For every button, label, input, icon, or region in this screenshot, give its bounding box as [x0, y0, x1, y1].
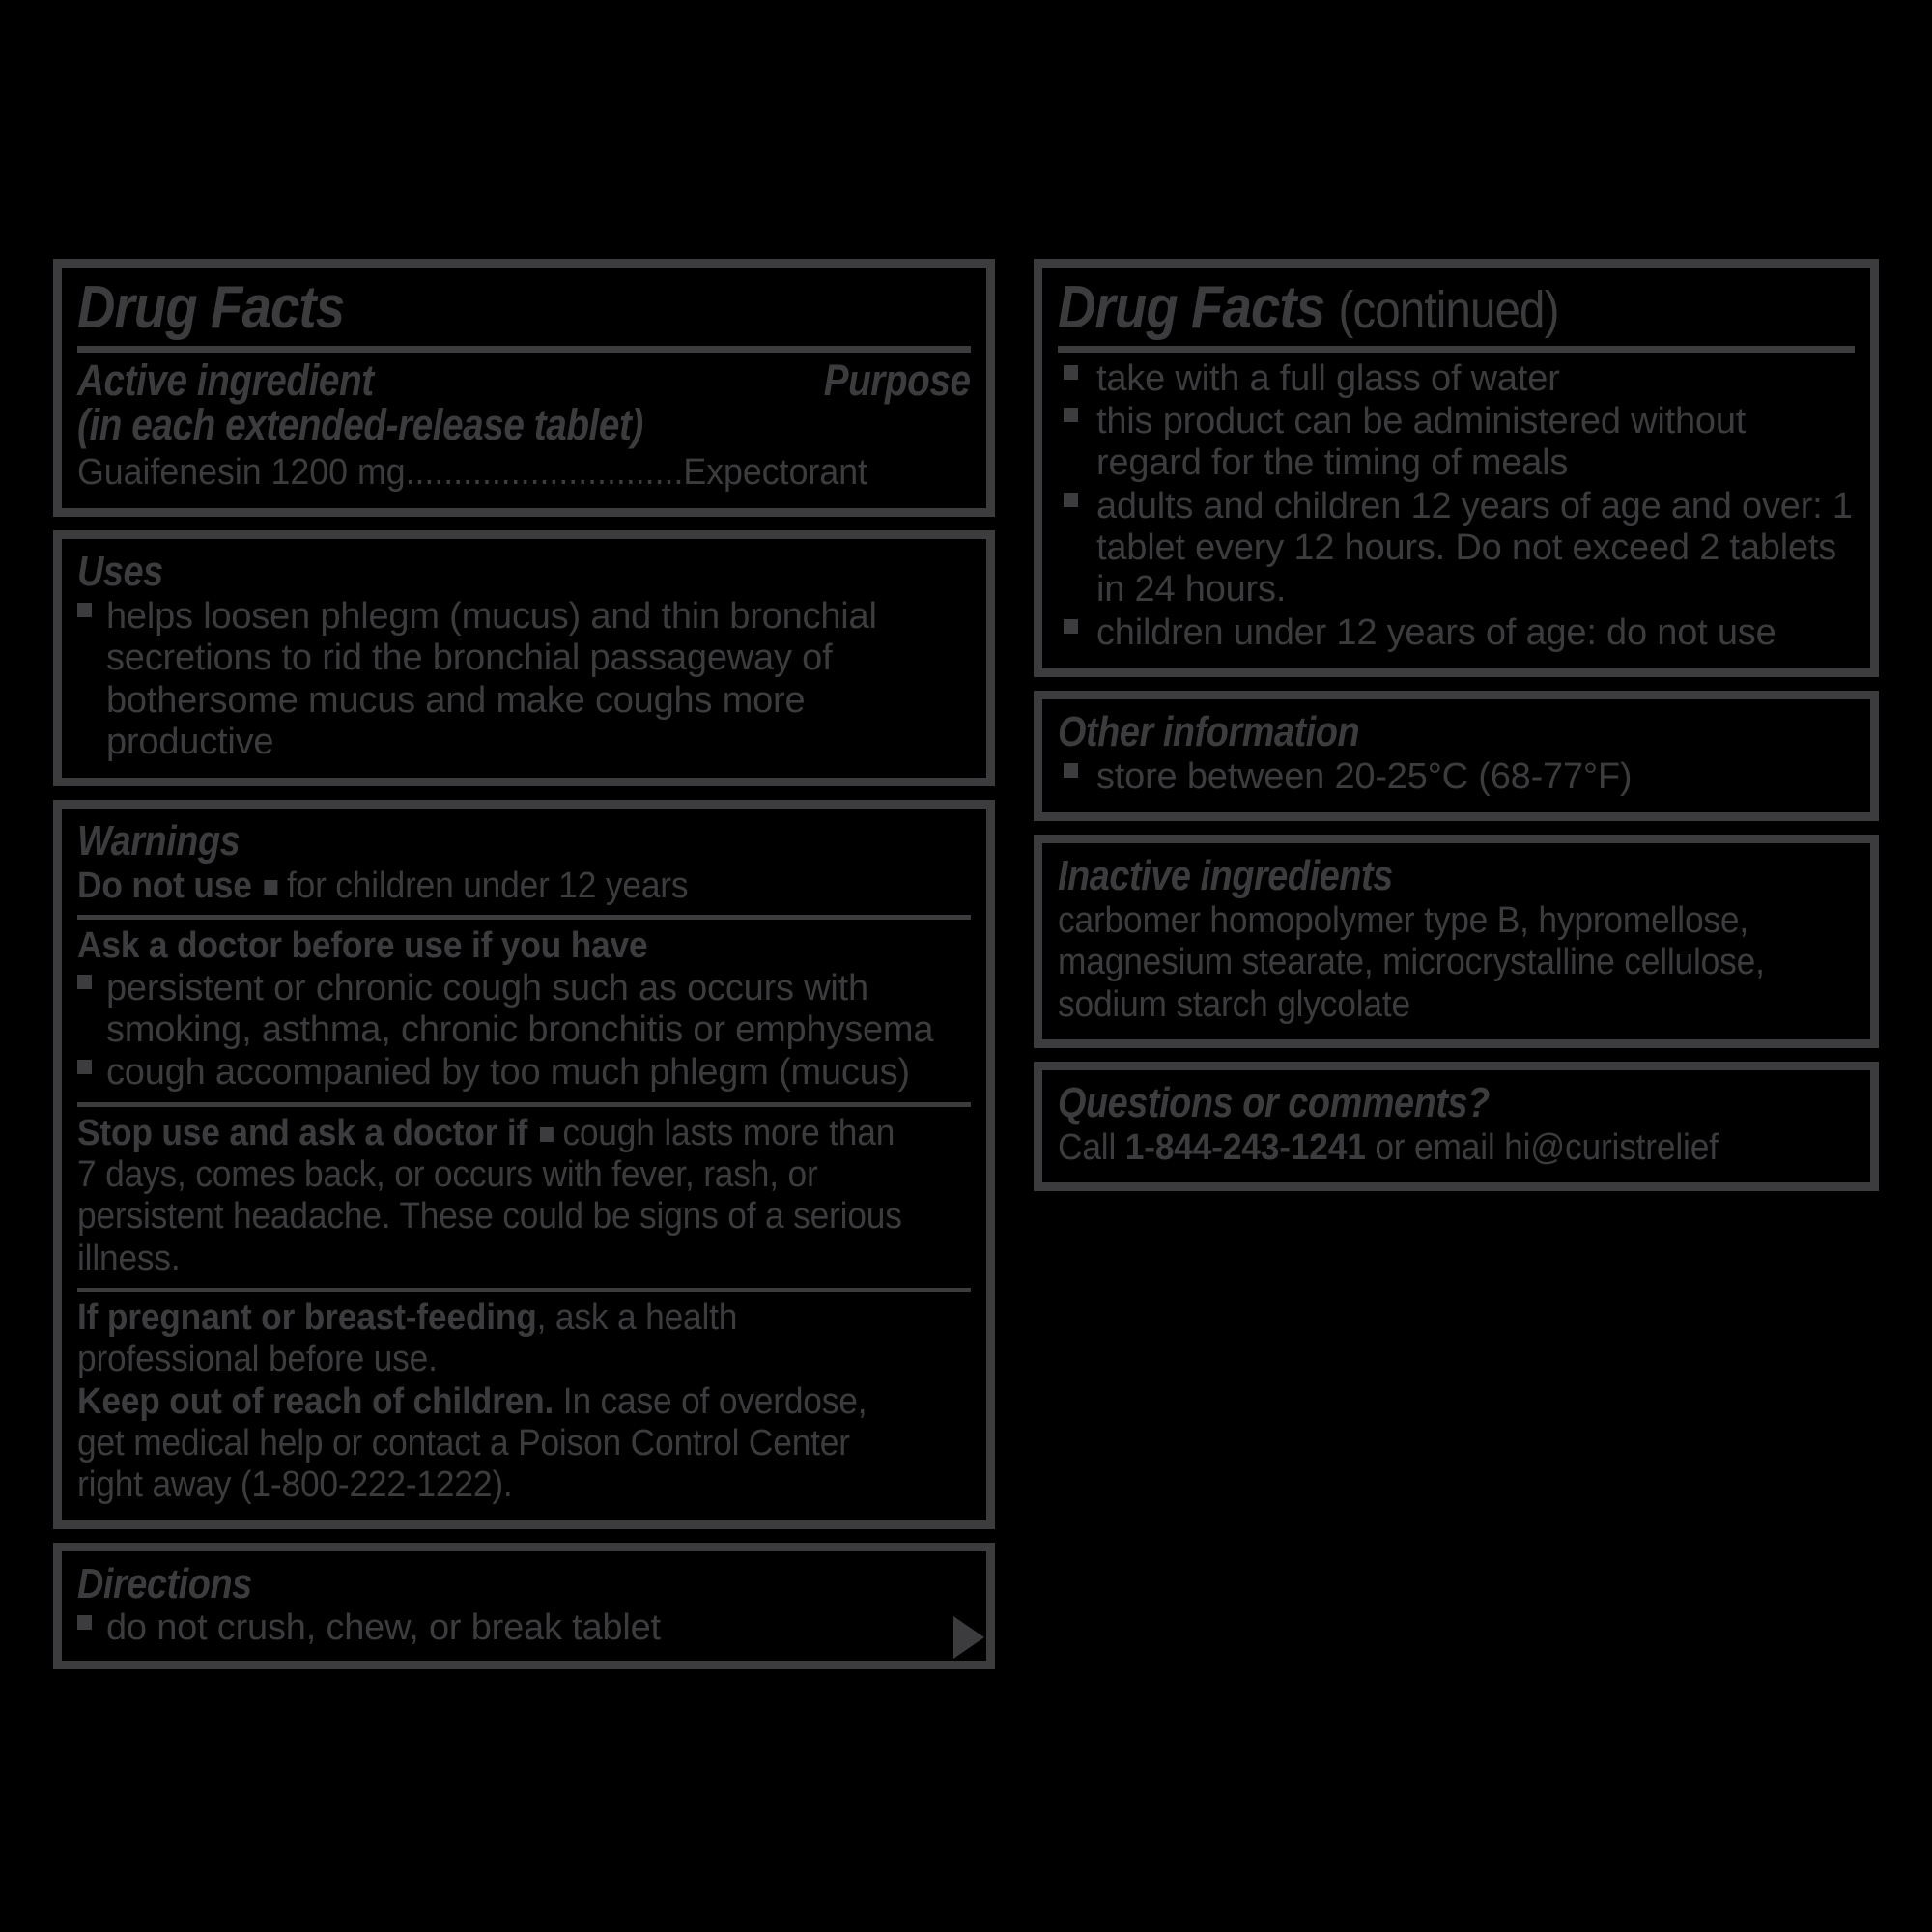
- pregnancy-row: If pregnant or breast-feeding, ask a hea…: [77, 1297, 908, 1381]
- square-bullet-icon: [540, 1126, 554, 1142]
- panel-drug-facts-continued: Drug Facts (continued) take with a full …: [1034, 259, 1879, 677]
- other-information-list: store between 20-25°C (68-77°F): [1058, 756, 1855, 798]
- drug-facts-label: Drug Facts Active ingredient Purpose (in…: [53, 259, 1879, 1683]
- list-item: cough accompanied by too much phlegm (mu…: [77, 1052, 971, 1094]
- ask-doctor-label: Ask a doctor before use if you have: [77, 925, 648, 967]
- square-bullet-icon: [1064, 618, 1078, 634]
- keep-out-row: Keep out of reach of children. In case o…: [77, 1381, 908, 1507]
- do-not-use-text: for children under 12 years: [286, 866, 689, 907]
- pregnancy-text: , ask a health professional before use.: [77, 1296, 738, 1380]
- list-item: adults and children 12 years of age and …: [1058, 486, 1855, 611]
- square-bullet-icon: [1064, 408, 1078, 423]
- warnings-divider-3: [77, 1287, 971, 1292]
- title-divider: [77, 345, 971, 353]
- square-bullet-icon: [264, 880, 278, 895]
- uses-heading: Uses: [77, 548, 163, 596]
- square-bullet-icon: [1064, 763, 1078, 779]
- questions-contact-row: Call 1-844-243-1241 or email hi@curistre…: [1058, 1127, 1799, 1169]
- active-ingredient-value: Guaifenesin 1200 mg.....................…: [77, 451, 867, 493]
- directions-heading: Directions: [77, 1559, 252, 1607]
- inactive-ingredients-heading: Inactive ingredients: [1058, 852, 1393, 900]
- keep-out-label: Keep out of reach of children.: [77, 1380, 554, 1422]
- inactive-ingredients-text: carbomer homopolymer type B, hypromellos…: [1058, 900, 1765, 1025]
- dosing-bullet-text: this product can be administered without…: [1096, 401, 1747, 484]
- panel-directions: Directions do not crush, chew, or break …: [53, 1542, 995, 1669]
- square-bullet-icon: [77, 603, 92, 618]
- do-not-use-row: Do not use for children under 12 years: [77, 866, 908, 907]
- keep-out-text: In case of overdose, get medical help or…: [77, 1380, 867, 1506]
- email-address[interactable]: hi@curistrelief: [1504, 1126, 1719, 1168]
- pregnancy-label: If pregnant or breast-feeding: [77, 1296, 537, 1338]
- panel-other-information: Other information store between 20-25°C …: [1034, 690, 1879, 822]
- other-information-bullet-text: store between 20-25°C (68-77°F): [1096, 755, 1633, 797]
- square-bullet-icon: [77, 1059, 92, 1074]
- page-title: Drug Facts: [77, 274, 345, 341]
- square-bullet-icon: [1064, 365, 1078, 381]
- active-ingredient-sublabel: (in each extended-release tablet): [77, 399, 643, 449]
- panel-questions: Questions or comments? Call 1-844-243-12…: [1034, 1061, 1879, 1192]
- list-item: children under 12 years of age: do not u…: [1058, 612, 1855, 654]
- continued-arrow-icon: [953, 1615, 984, 1659]
- panel-inactive-ingredients: Inactive ingredients carbomer homopolyme…: [1034, 835, 1879, 1048]
- square-bullet-icon: [1064, 493, 1078, 508]
- dosing-bullet-text: take with a full glass of water: [1096, 357, 1560, 399]
- stop-use-text: cough lasts more than 7 days, comes back…: [77, 1112, 902, 1279]
- page-title-main: Drug Facts: [1058, 274, 1325, 341]
- list-item: store between 20-25°C (68-77°F): [1058, 756, 1855, 798]
- drug-facts-left-column: Drug Facts Active ingredient Purpose (in…: [53, 259, 995, 1683]
- dosing-bullet-text: children under 12 years of age: do not u…: [1096, 611, 1776, 653]
- active-ingredient-label: Active ingredient: [77, 355, 374, 405]
- active-ingredient-header-row: Active ingredient Purpose: [77, 355, 971, 405]
- other-information-heading: Other information: [1058, 707, 1360, 755]
- warnings-heading: Warnings: [77, 817, 241, 866]
- title-divider-continued: [1058, 345, 1855, 353]
- panel-uses: Uses helps loosen phlegm (mucus) and thi…: [53, 530, 995, 787]
- drug-facts-right-column: Drug Facts (continued) take with a full …: [1034, 259, 1879, 1205]
- do-not-use-label: Do not use: [77, 866, 252, 907]
- page-title-continued: Drug Facts (continued): [1058, 277, 1759, 344]
- stop-use-label: Stop use and ask a doctor if: [77, 1112, 528, 1153]
- dosing-bullet-text: adults and children 12 years of age and …: [1096, 485, 1853, 611]
- directions-list: do not crush, chew, or break tablet: [77, 1607, 971, 1649]
- square-bullet-icon: [77, 1614, 92, 1630]
- warnings-divider-2: [77, 1101, 971, 1107]
- email-prefix: or email: [1375, 1126, 1495, 1168]
- list-item: do not crush, chew, or break tablet: [77, 1607, 971, 1649]
- panel-active-ingredient: Drug Facts Active ingredient Purpose (in…: [53, 259, 995, 518]
- ask-doctor-list: persistent or chronic cough such as occu…: [77, 968, 971, 1094]
- list-item: helps loosen phlegm (mucus) and thin bro…: [77, 596, 971, 763]
- directions-continued-list: take with a full glass of water this pro…: [1058, 358, 1855, 654]
- list-item: this product can be administered without…: [1058, 401, 1855, 485]
- warnings-divider-1: [77, 915, 971, 921]
- square-bullet-icon: [77, 975, 92, 990]
- list-item: take with a full glass of water: [1058, 358, 1855, 400]
- questions-heading: Questions or comments?: [1058, 1078, 1490, 1126]
- uses-list: helps loosen phlegm (mucus) and thin bro…: [77, 596, 971, 763]
- call-prefix: Call: [1058, 1126, 1117, 1168]
- panel-warnings: Warnings Do not use for children under 12…: [53, 800, 995, 1529]
- purpose-label: Purpose: [824, 355, 971, 405]
- uses-bullet-text: helps loosen phlegm (mucus) and thin bro…: [106, 596, 877, 762]
- ask-doctor-bullet-text: persistent or chronic cough such as occu…: [106, 967, 934, 1051]
- list-item: persistent or chronic cough such as occu…: [77, 968, 971, 1052]
- ask-doctor-bullet-text: cough accompanied by too much phlegm (mu…: [106, 1052, 910, 1094]
- phone-number[interactable]: 1-844-243-1241: [1124, 1126, 1366, 1168]
- directions-bullet-text: do not crush, chew, or break tablet: [106, 1607, 661, 1649]
- page-title-suffix: (continued): [1338, 281, 1559, 339]
